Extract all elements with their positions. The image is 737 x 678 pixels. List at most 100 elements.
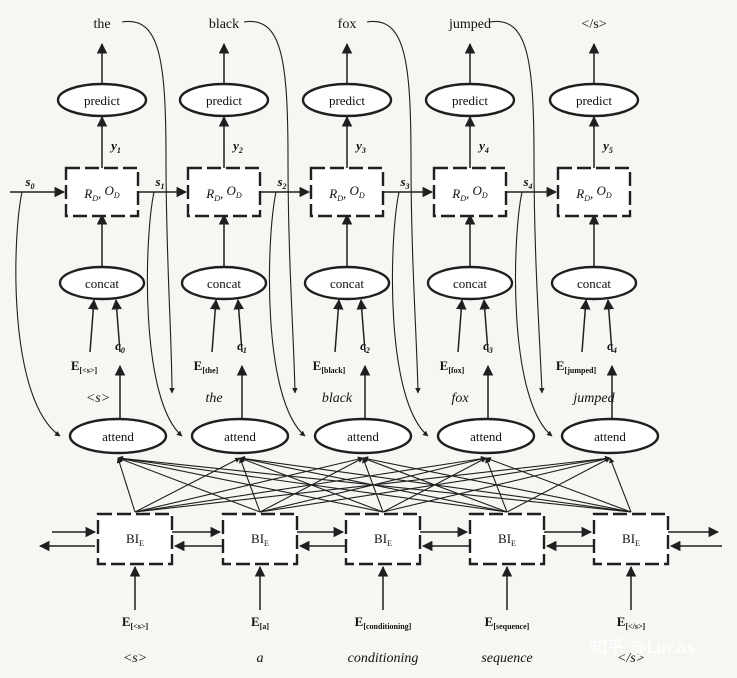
encoder-cell-1 (221, 512, 299, 566)
decoder-label-part-1: D (213, 194, 220, 203)
encoder-cell-2-bg (346, 514, 420, 564)
input-embedding-label-2: E[conditioning] (355, 614, 412, 631)
decoder-label-part-4: D (113, 191, 120, 200)
watermark: 知乎 @Lucas (590, 638, 695, 658)
prev-embedding-label-2-main: E (313, 358, 322, 373)
s-label-0: s0 (24, 174, 34, 191)
feedback-curve-3 (489, 20, 545, 394)
prev-embedding-label-4-main: E (556, 358, 565, 373)
decoder-label-1: RD, OD (205, 183, 242, 203)
input-embedding-label-2-sub: [conditioning] (363, 622, 411, 631)
concat-label-1: concat (207, 276, 241, 291)
input-word-4: </s> (617, 651, 645, 666)
prev-embedding-label-0: E[<s>] (71, 358, 98, 375)
input-word-2: conditioning (348, 651, 419, 666)
decoder-cell-4-bg (558, 168, 630, 216)
input-embedding-label-0-sub: [<s>] (131, 622, 149, 631)
y-label-2-sub: 3 (361, 146, 366, 155)
predict-node-0 (56, 82, 148, 118)
attend-label-3: attend (470, 429, 502, 444)
attend-node-0 (68, 417, 168, 455)
attention-link-1-0 (117, 457, 261, 513)
input-word-0: <s> (123, 651, 147, 666)
attend-label-4: attend (594, 429, 626, 444)
s-label-4-sub: 4 (528, 182, 533, 191)
s-label-3-main: s (399, 174, 405, 189)
state-to-attend-0 (15, 191, 61, 437)
predict-label-4: predict (576, 93, 612, 108)
prev-word-2: black (322, 391, 353, 406)
s-label-4: s4 (522, 174, 532, 191)
attention-link-3-0 (117, 455, 508, 513)
context-label-2: c2 (360, 338, 370, 355)
context-label-3: c3 (483, 338, 493, 355)
decoder-label-part-2: , (220, 186, 227, 201)
attend-node-1 (190, 417, 290, 455)
decoder-label-part-0: R (328, 186, 337, 201)
attend-node-2 (313, 417, 413, 455)
encoder-label-1: BIE (251, 531, 269, 548)
predict-node-3 (424, 82, 516, 118)
prev-embedding-label-4: E[jumped] (556, 358, 597, 375)
attention-link-4-0 (117, 455, 632, 513)
decoder-label-part-1: D (91, 194, 98, 203)
decoder-cell-1-bg (188, 168, 260, 216)
decoder-label-part-1: D (459, 194, 466, 203)
edges (10, 20, 722, 610)
prev-word-0: <s> (86, 391, 110, 406)
attention-link-4-2 (362, 456, 632, 513)
concat-label-3: concat (453, 276, 487, 291)
input-embedding-label-1: E[a] (251, 614, 269, 631)
input-embedding-label-4: E[</s>] (617, 614, 646, 631)
emb-prev-arrow-3 (456, 298, 467, 353)
encoder-label-0-sub: E (139, 539, 144, 548)
decoder-label-part-2: , (98, 186, 105, 201)
encoder-cell-4-bg (594, 514, 668, 564)
decoder-cell-3-bg (434, 168, 506, 216)
emb-prev-arrow-4 (580, 298, 591, 353)
context-label-4-main: c (607, 338, 613, 353)
decoder-label-2: RD, OD (328, 183, 365, 203)
prev-embedding-label-1-sub: [the] (202, 366, 218, 375)
encoder-label-4-main: BI (622, 531, 635, 546)
encoder-cell-0 (96, 512, 174, 566)
concat-label-2: concat (330, 276, 364, 291)
attend-label-1: attend (224, 429, 256, 444)
decoder-label-part-3: O (227, 183, 237, 198)
emb-prev-arrow-1 (210, 298, 221, 353)
input-embedding-label-4-main: E (617, 614, 626, 629)
y-label-1: y2 (231, 138, 243, 155)
decoder-label-3: RD, OD (451, 183, 488, 203)
context-label-1-main: c (237, 338, 243, 353)
decoder-label-part-4: D (358, 191, 365, 200)
output-word-1: black (209, 17, 239, 32)
s-label-1-main: s (154, 174, 160, 189)
encoder-label-0: BIE (126, 531, 144, 548)
decoder-cell-4 (556, 166, 632, 218)
y-label-1-main: y (231, 138, 239, 153)
output-word-4: </s> (581, 17, 606, 32)
output-word-2: fox (338, 17, 357, 32)
decoder-label-part-4: D (605, 191, 612, 200)
prev-embedding-label-2: E[black] (313, 358, 346, 375)
decoder-cell-0 (64, 166, 140, 218)
prev-word-3: fox (451, 391, 469, 406)
predict-label-0: predict (84, 93, 120, 108)
context-label-3-sub: 3 (488, 346, 493, 355)
encoder-label-2-sub: E (387, 539, 392, 548)
state-to-attend-1 (146, 191, 183, 437)
predict-label-3: predict (452, 93, 488, 108)
prev-word-4: jumped (571, 391, 615, 406)
input-embedding-label-3-main: E (485, 614, 494, 629)
state-to-attend-2 (268, 191, 306, 437)
s-label-1-sub: 1 (161, 182, 165, 191)
prev-embedding-label-0-main: E (71, 358, 80, 373)
decoder-cell-3 (432, 166, 508, 218)
attention-link-0-0 (116, 457, 136, 513)
concat-label-0: concat (85, 276, 119, 291)
decoder-label-part-2: , (466, 186, 473, 201)
concat-node-1 (180, 265, 268, 301)
decoder-label-part-1: D (336, 194, 343, 203)
